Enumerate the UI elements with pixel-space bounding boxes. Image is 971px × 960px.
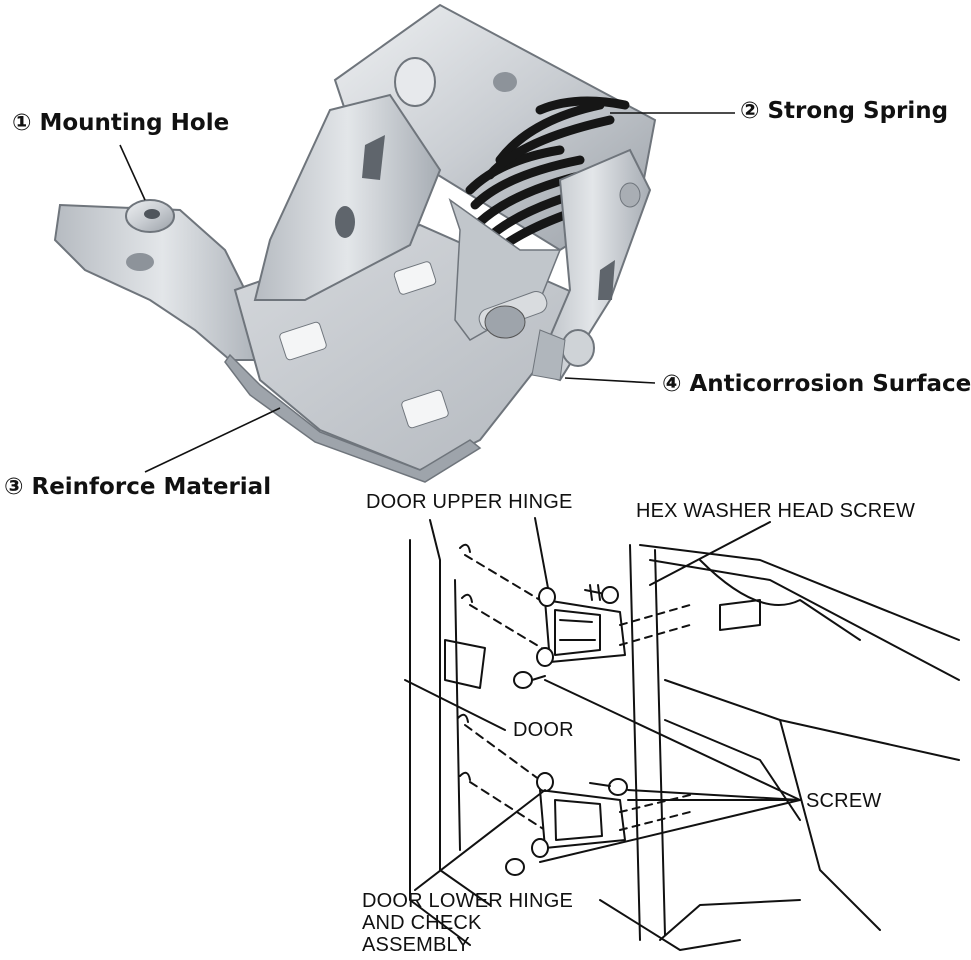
label-door-lower-hinge-line2: AND CHECK xyxy=(362,912,482,934)
callout-leaders xyxy=(119,112,735,473)
callout-strong-spring: ② Strong Spring xyxy=(740,98,949,124)
left-wall xyxy=(253,93,442,301)
rivet xyxy=(394,57,436,107)
callout-mounting-hole: ① Mounting Hole xyxy=(12,110,230,136)
upper-hinge xyxy=(536,587,691,667)
label-hex-washer-head-screw: HEX WASHER HEAD SCREW xyxy=(636,500,916,522)
label-door-lower-hinge: DOOR LOWER HINGE AND CHECK ASSEMBLY xyxy=(362,890,573,956)
label-door-lower-hinge-line3: ASSEMBLY xyxy=(362,934,470,956)
label-screw: SCREW xyxy=(806,790,882,812)
label-door-lower-hinge-line1: DOOR LOWER HINGE xyxy=(362,890,573,912)
callout-anticorrosion-surface: ④ Anticorrosion Surface xyxy=(662,371,971,397)
door-outline xyxy=(409,539,471,946)
callout-reinforce-material: ③ Reinforce Material xyxy=(4,474,272,500)
label-door-upper-hinge: DOOR UPPER HINGE xyxy=(366,491,573,513)
hex-washer-screw xyxy=(584,584,619,604)
mounting-flange xyxy=(53,203,272,361)
label-door: DOOR xyxy=(510,719,577,742)
lower-hinge xyxy=(531,772,691,858)
